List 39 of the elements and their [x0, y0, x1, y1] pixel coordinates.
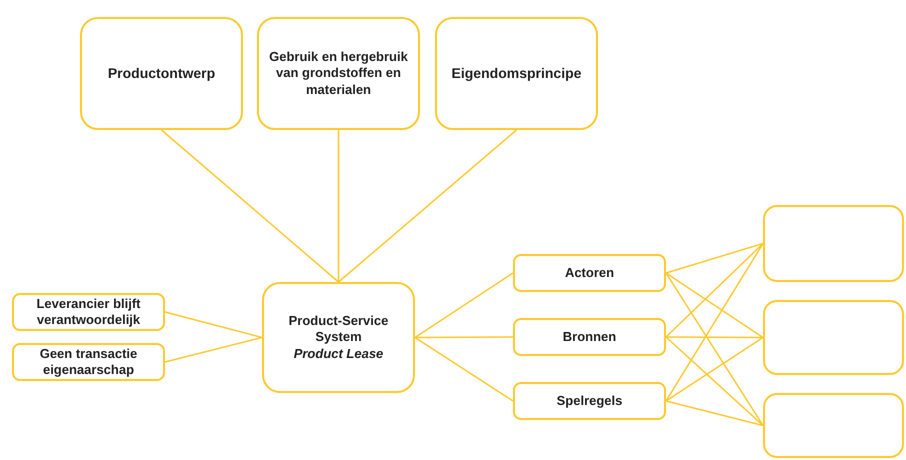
connector-line — [414, 336, 514, 402]
rounded-box — [513, 318, 666, 356]
node-label: Productontwerp — [108, 64, 216, 82]
connector-line — [164, 336, 262, 363]
connector-line — [666, 336, 763, 338]
connector-line — [415, 336, 513, 338]
node-label: Geen transactie eigenaarschap — [38, 346, 138, 378]
connector-line — [414, 272, 514, 338]
rounded-box — [257, 17, 420, 130]
rounded-box — [513, 254, 666, 292]
node-label: Bronnen — [562, 328, 616, 346]
connector-line — [666, 336, 764, 426]
connector-line — [666, 336, 764, 402]
node-label: Spelregels — [556, 392, 622, 410]
empty-box — [763, 300, 904, 375]
connector-line — [161, 129, 339, 283]
rounded-box — [80, 17, 243, 130]
node-label: Eigendomsprincipe — [452, 64, 582, 82]
connector-line — [666, 272, 764, 338]
connector-line — [164, 311, 262, 338]
connector-line — [665, 272, 764, 426]
rounded-box — [513, 382, 666, 420]
rounded-box — [12, 293, 165, 331]
node-label: Product-Service System — [288, 313, 390, 346]
node-subtitle: Product Lease — [294, 346, 384, 362]
rounded-box — [12, 343, 165, 381]
rounded-box — [262, 282, 415, 393]
connector-line — [666, 400, 764, 426]
connector-line — [338, 130, 340, 282]
connector-line — [666, 242, 764, 274]
empty-box — [763, 205, 904, 282]
node-label: Leverancier blijft verantwoordelijk — [35, 296, 142, 328]
connector-line — [665, 243, 764, 402]
node-label: Gebruik en hergebruik van grondstoffen en materialen — [268, 49, 409, 98]
empty-box — [763, 393, 904, 458]
connector-line — [665, 242, 764, 338]
rounded-box — [435, 17, 598, 130]
node-label: Actoren — [564, 264, 614, 282]
connector-line — [338, 129, 517, 283]
